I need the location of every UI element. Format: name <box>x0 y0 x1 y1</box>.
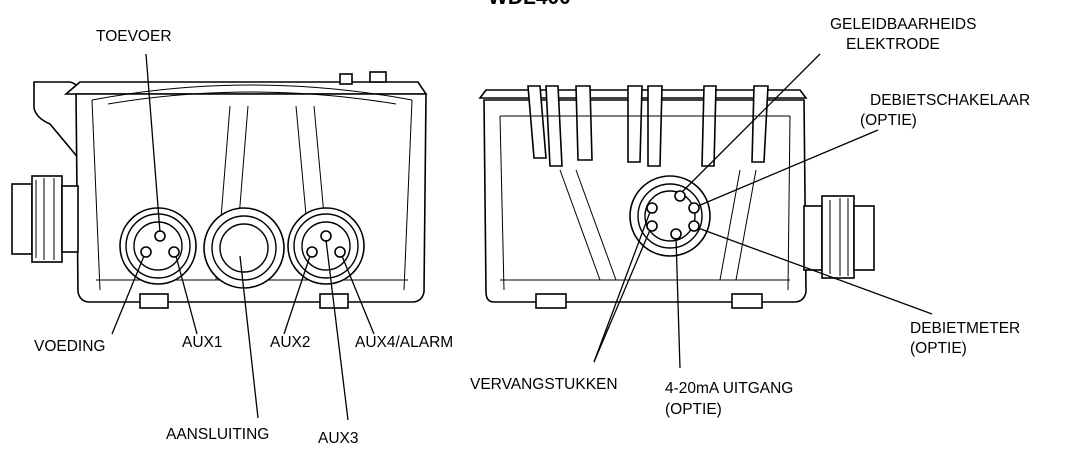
pin-vervang-2 <box>646 202 658 214</box>
label-voeding: VOEDING <box>34 338 106 355</box>
pin-aux4 <box>334 246 346 258</box>
label-vervangstukken: VERVANGSTUKKEN <box>470 376 618 393</box>
pin-voeding <box>140 246 152 258</box>
pin-aux3 <box>320 230 332 242</box>
multi-pin-connector <box>629 175 711 257</box>
connector-3 <box>287 207 365 285</box>
diagram-title: WDL400 <box>488 0 571 10</box>
label-geleidbaarheids-1: GELEIDBAARHEIDS <box>830 16 977 33</box>
label-debietschakelaar-2: (OPTIE) <box>860 112 917 129</box>
label-debietschakelaar-1: DEBIETSCHAKELAAR <box>870 92 1031 109</box>
pin-debietmeter <box>688 220 700 232</box>
pin-toevoer <box>154 230 166 242</box>
right-side-cable-gland <box>803 195 875 279</box>
label-debietmeter-2: (OPTIE) <box>910 340 967 357</box>
left-top-screw-2 <box>369 71 387 83</box>
connector-2 <box>203 207 285 289</box>
label-aux4-alarm: AUX4/ALARM <box>355 334 454 351</box>
label-toevoer: TOEVOER <box>96 28 172 45</box>
right-controller-view <box>478 85 875 309</box>
pin-aux2 <box>306 246 318 258</box>
left-top-screw-1 <box>339 73 353 85</box>
label-aux1: AUX1 <box>182 334 223 351</box>
label-uitgang-2: (OPTIE) <box>665 401 722 418</box>
left-side-cable-gland <box>11 175 79 263</box>
right-latches <box>527 85 769 167</box>
pin-aux1 <box>168 246 180 258</box>
label-uitgang-1: 4-20mA UITGANG <box>665 380 794 397</box>
left-controller-view <box>11 71 428 309</box>
pin-geleidbaarheid <box>674 190 686 202</box>
label-aux2: AUX2 <box>270 334 311 351</box>
pin-uitgang <box>670 228 682 240</box>
label-geleidbaarheids-2: ELEKTRODE <box>846 36 940 53</box>
label-debietmeter-1: DEBIETMETER <box>910 320 1021 337</box>
connector-1 <box>119 207 197 285</box>
right-lid-top <box>478 89 808 99</box>
label-aux3: AUX3 <box>318 430 359 447</box>
leader-lines <box>111 53 933 421</box>
pin-vervang-1 <box>646 220 658 232</box>
label-aansluiting: AANSLUITING <box>166 426 270 443</box>
pin-debietschakelaar <box>688 202 700 214</box>
